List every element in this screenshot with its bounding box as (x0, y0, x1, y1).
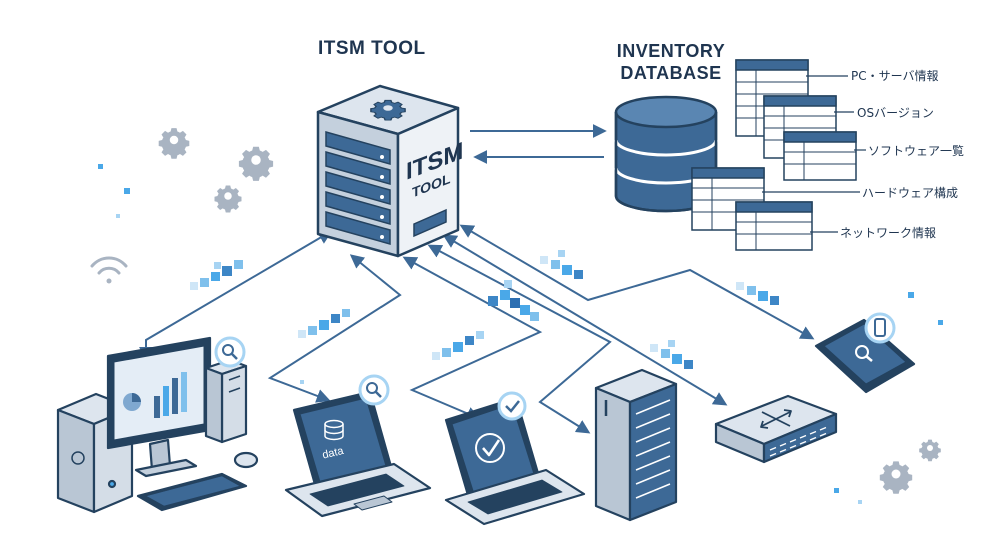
itsm-server: ITSM TOOL (316, 84, 463, 258)
db-field-label: ソフトウェア一覧 (868, 144, 965, 158)
smartphone (814, 318, 916, 394)
database-icon (614, 95, 718, 213)
packet-cluster (650, 340, 693, 369)
db-field-label: ハードウェア構成 (862, 186, 959, 200)
search-icon (855, 345, 873, 362)
packet-cluster (298, 309, 350, 338)
gear-icon (879, 461, 913, 494)
table-sheet (783, 131, 857, 181)
link-smartphone (459, 224, 815, 340)
search-icon (214, 336, 246, 368)
db-field-label: OSバージョン (857, 106, 934, 120)
network-arrows-icon (760, 409, 792, 429)
leader-lines (762, 75, 866, 233)
db-tables (691, 59, 857, 251)
database-icon (324, 419, 344, 441)
gear-icon (238, 146, 274, 181)
checkmark-badge-icon (497, 391, 527, 421)
table-sheet (735, 201, 813, 251)
link-network-switch (442, 234, 728, 406)
db-field-label: ネットワーク情報 (840, 226, 937, 240)
laptop-data (284, 390, 432, 518)
phone-badge-icon (864, 312, 896, 344)
packet-cluster-center (488, 280, 539, 321)
itsm-tool-title: ITSM TOOL (318, 38, 426, 59)
packet-cluster (540, 250, 583, 279)
desktop-computer (56, 336, 259, 514)
wifi-icon (90, 256, 128, 284)
data-packets (98, 164, 943, 504)
laptop-screen-text: data (321, 445, 345, 462)
checkmark-icon (475, 433, 505, 463)
inventory-title-line2: DATABASE (620, 63, 722, 83)
packet-cluster (736, 282, 779, 305)
gear-icon (158, 128, 190, 159)
rack-server (594, 368, 678, 522)
gear-icon (370, 99, 406, 121)
inventory-database-title: INVENTORY DATABASE (606, 40, 736, 84)
network-switch (714, 394, 838, 464)
db-field-label: PC・サーバ情報 (851, 69, 939, 83)
packet-cluster (190, 260, 243, 290)
drive-bays (325, 131, 391, 245)
search-icon (358, 374, 390, 406)
gear-icon (919, 439, 941, 462)
laptop-check (444, 396, 586, 526)
packet-cluster (432, 331, 484, 360)
screen-chart-icon (123, 372, 187, 418)
link-laptop-data (267, 254, 402, 403)
gear-icon (214, 185, 242, 213)
inventory-title-line1: INVENTORY (616, 41, 726, 61)
